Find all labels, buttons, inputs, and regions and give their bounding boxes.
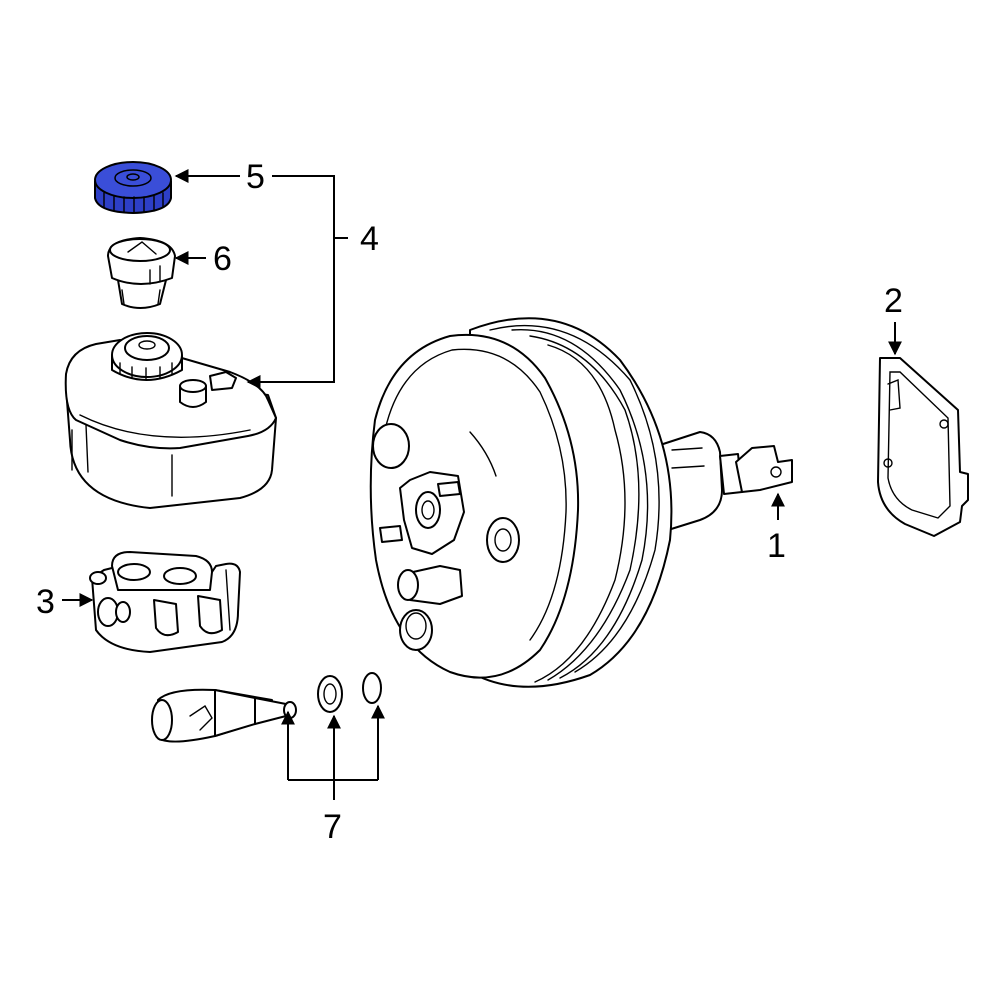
callout-7: 7 [323, 808, 342, 846]
reservoir-cap-part-5[interactable] [94, 161, 172, 215]
repair-kit-part-7[interactable] [151, 672, 382, 743]
callout-6: 6 [213, 240, 232, 278]
cap-center [126, 173, 140, 181]
callout-2: 2 [884, 282, 903, 320]
booster-gasket-part-2[interactable] [877, 357, 969, 537]
callout-1: 1 [767, 527, 786, 565]
cap-ring [114, 169, 152, 187]
brake-booster-part-1[interactable] [369, 317, 793, 688]
leader-lines [62, 169, 902, 800]
brake-fluid-reservoir-part-4[interactable] [64, 332, 277, 509]
reservoir-strainer-part-6[interactable] [107, 237, 176, 309]
callout-4: 4 [360, 220, 379, 258]
cap-grip-ridges [103, 192, 164, 214]
callout-3: 3 [36, 583, 55, 621]
callout-5: 5 [246, 158, 265, 196]
master-cylinder-part-3[interactable] [89, 551, 241, 653]
